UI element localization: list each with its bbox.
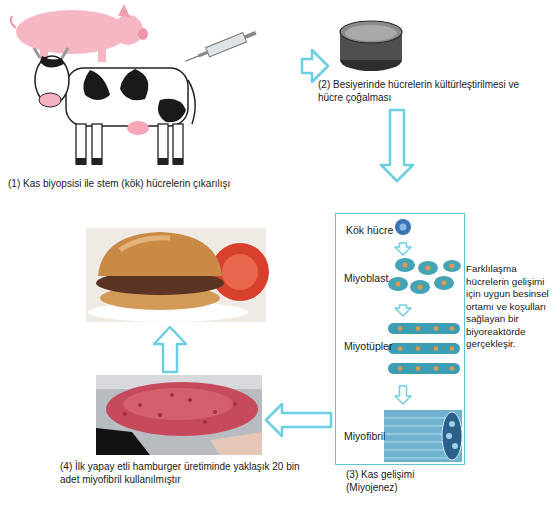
step-group: (4) İlk yapay etli hamburger üretiminde … bbox=[95, 375, 262, 455]
stage-box: Miyoblast bbox=[342, 256, 460, 304]
stage-label: Miyoblast bbox=[344, 272, 404, 285]
block-arrow bbox=[154, 327, 186, 372]
stage-label: Kök hücre bbox=[346, 224, 416, 237]
syringe-drawing bbox=[183, 28, 257, 66]
microscope-photo bbox=[96, 375, 262, 455]
step-caption: (3) Kas gelişimi (Miyojenez) bbox=[346, 469, 424, 494]
myofibril-icon bbox=[384, 410, 462, 462]
myotube-icon bbox=[388, 323, 460, 374]
stage-box: Kök hücre bbox=[344, 218, 458, 242]
flow-arrow bbox=[395, 305, 411, 316]
stage-box: Miyofibril bbox=[342, 406, 460, 462]
process-box: (3) Kas gelişimi (Miyojenez)Kök hücreMiy… bbox=[335, 213, 465, 465]
hamburger-photo bbox=[86, 228, 269, 322]
step-group: (1) Kas biyopsisi ile stem (kök) hücrele… bbox=[0, 0, 300, 196]
step-caption: (4) İlk yapay etli hamburger üretiminde … bbox=[60, 461, 305, 486]
pig-drawing bbox=[11, 4, 148, 62]
flow-arrow bbox=[302, 50, 328, 82]
flow-arrow bbox=[381, 110, 413, 181]
flow-arrow bbox=[266, 404, 331, 436]
stage-label: Miyotüpler bbox=[344, 340, 404, 353]
cow-drawing bbox=[34, 48, 195, 165]
side-note: Farklılaşma hücrelerin gelişimi için uyg… bbox=[466, 263, 559, 351]
stem-cell-icon bbox=[395, 219, 411, 235]
stage-label: Miyofibril bbox=[344, 430, 404, 443]
stage-box: Miyotüpler bbox=[342, 318, 460, 384]
step-caption: (2) Besiyerinde hücrelerin kültürleştiri… bbox=[318, 79, 542, 104]
flow-arrow bbox=[395, 243, 411, 255]
myoblast-icon bbox=[388, 258, 461, 294]
flow-arrow bbox=[395, 386, 411, 404]
petri-dish bbox=[340, 21, 402, 71]
step-group: (2) Besiyerinde hücrelerin kültürleştiri… bbox=[330, 15, 548, 105]
step-caption: (1) Kas biyopsisi ile stem (kök) hücrele… bbox=[8, 178, 300, 191]
